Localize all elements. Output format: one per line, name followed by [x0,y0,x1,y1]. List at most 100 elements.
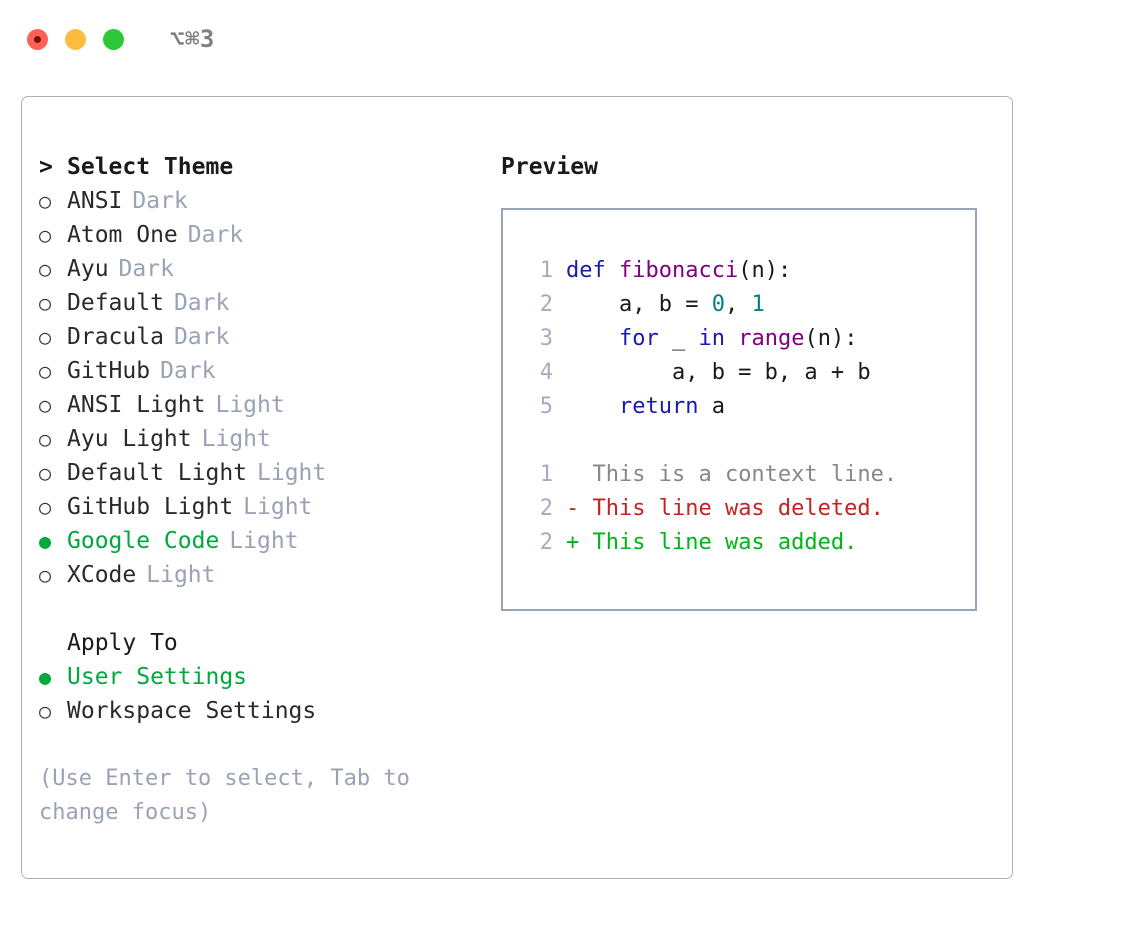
diff-line-add: 2+ This line was added. [523,526,975,560]
radio-unselected-icon: ○ [39,393,52,417]
token-num: 1 [751,292,765,317]
select-theme-header: > Select Theme [39,150,499,184]
radio-unselected-icon: ○ [39,257,52,281]
token-pl: (n): [804,326,858,351]
theme-option-label: Ayu [67,256,109,282]
apply-to-list: ●User Settings○Workspace Settings [39,660,499,728]
token-kw: in [698,326,725,351]
diff-line-del: 2- This line was deleted. [523,492,975,526]
token-pl [566,326,619,351]
theme-option-tag: Light [257,460,327,486]
radio-selected-icon: ● [39,529,52,553]
theme-option-tag: Dark [118,256,174,282]
line-number: 5 [539,394,553,419]
caret-icon: > [39,154,53,180]
token-pl: (n): [738,258,792,283]
line-number: 2 [539,530,553,555]
radio-unselected-icon: ○ [39,461,52,485]
code-diff-spacer [523,424,975,458]
theme-option-tag: Dark [173,290,230,316]
keyboard-shortcut-label: ⌥⌘3 [170,25,215,53]
token-num: 0 [711,292,725,317]
radio-unselected-icon: ○ [39,495,52,519]
code-line-text: def fibonacci(n): [566,254,791,288]
radio-unselected-icon: ○ [39,223,52,247]
token-fn: range [738,326,805,351]
code-line-text: a, b = 0, 1 [566,288,765,322]
theme-option-tag: Dark [173,324,230,350]
diff-marker: - [566,496,580,521]
close-button[interactable] [27,28,48,50]
theme-option-tag: Light [201,426,271,452]
code-line-text: return a [566,390,725,424]
line-number: 4 [539,360,553,385]
theme-option-label: ANSI [67,188,123,214]
token-kw: def [566,258,619,283]
theme-option-tag: Dark [160,358,216,384]
theme-option-label: Google Code [67,528,220,554]
theme-option-tag: Light [243,494,313,520]
theme-option-label: XCode [67,562,137,588]
line-number: 1 [539,462,553,487]
maximize-button[interactable] [103,28,124,50]
token-fn: fibonacci [618,258,739,283]
theme-option-github-light[interactable]: ○ GitHub Light Light [39,490,499,524]
radio-unselected-icon: ○ [39,291,52,315]
window-controls [27,28,124,50]
radio-unselected-icon: ○ [39,563,52,587]
select-theme-header-label: Select Theme [67,154,234,180]
diff-line-ctx: 1 This is a context line. [523,458,975,492]
diff-line-text: This line was added. [579,530,858,555]
theme-option-label: GitHub Light [67,494,234,520]
token-pl: a, b = [566,292,712,317]
radio-unselected-icon: ○ [39,427,52,451]
theme-option-label: GitHub [67,358,151,384]
token-pl [725,326,738,351]
minimize-button[interactable] [65,28,86,50]
theme-option-default-light[interactable]: ○ Default Light Light [39,456,499,490]
theme-option-ansi-light[interactable]: ○ ANSI Light Light [39,388,499,422]
token-pl: _ [658,326,699,351]
theme-option-ansi[interactable]: ○ ANSI Dark [39,184,499,218]
token-pl: a [698,394,725,419]
list-spacer [39,592,499,626]
theme-option-tag: Light [146,562,216,588]
theme-option-label: Atom One [67,222,178,248]
line-number: 2 [539,496,553,521]
theme-option-github[interactable]: ○ GitHub Dark [39,354,499,388]
theme-option-ayu[interactable]: ○ Ayu Dark [39,252,499,286]
theme-option-xcode[interactable]: ○ XCode Light [39,558,499,592]
theme-option-ayu-light[interactable]: ○ Ayu Light Light [39,422,499,456]
apply-to-option-workspace-settings[interactable]: ○Workspace Settings [39,694,499,728]
diff-sample: 1 This is a context line.2- This line wa… [523,458,975,560]
diff-marker [566,458,579,492]
token-pl [566,394,619,419]
radio-unselected-icon: ○ [39,359,52,383]
code-line: 3 for _ in range(n): [523,322,975,356]
code-line-text: for _ in range(n): [566,322,857,356]
radio-unselected-icon: ○ [39,189,52,213]
radio-unselected-icon: ○ [39,699,52,723]
theme-option-tag: Light [215,392,285,418]
theme-option-label: Default Light [67,460,248,486]
apply-to-option-user-settings[interactable]: ●User Settings [39,660,499,694]
line-number: 3 [539,326,553,351]
apply-to-header: Apply To [39,626,499,660]
theme-option-label: ANSI Light [67,392,206,418]
theme-option-label: Dracula [67,324,164,350]
theme-option-tag: Dark [132,188,188,214]
radio-selected-icon: ● [39,665,52,689]
token-pl: a, b = b, a + b [566,360,871,385]
theme-option-label: Ayu Light [67,426,192,452]
